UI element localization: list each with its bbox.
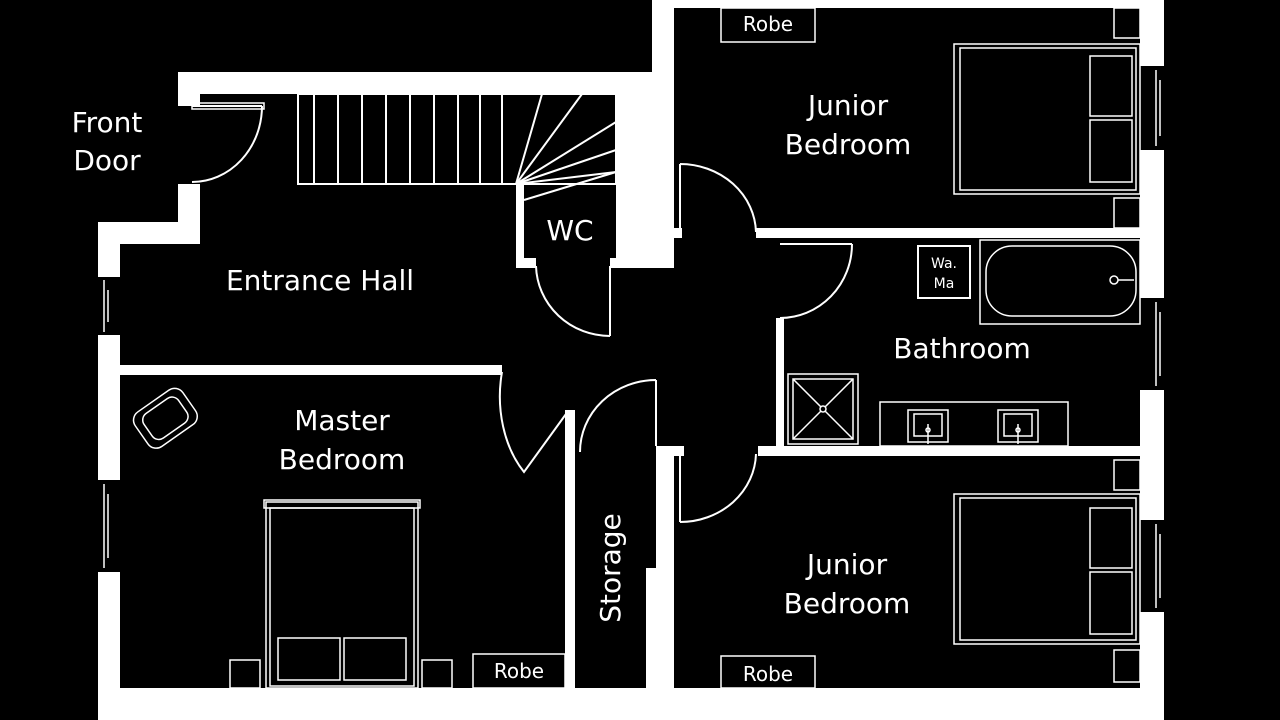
labels: Front Door Entrance Hall WC Junior Bedro… bbox=[72, 12, 1031, 686]
junior-top-label-1: Junior bbox=[806, 89, 889, 122]
doors bbox=[191, 102, 853, 523]
robe-master-label: Robe bbox=[494, 659, 544, 683]
washer-label-1: Wa. bbox=[931, 256, 957, 272]
wc-door-swing bbox=[535, 265, 611, 337]
vanity-sinks bbox=[879, 401, 1069, 447]
bathroom-door-swing bbox=[779, 243, 853, 319]
entrance-hall-label: Entrance Hall bbox=[226, 264, 414, 297]
robe-junior-bottom bbox=[720, 655, 816, 689]
washer-label-2: Ma bbox=[934, 276, 955, 292]
walls bbox=[98, 0, 1164, 720]
robe-top-label: Robe bbox=[743, 12, 793, 36]
staircase bbox=[297, 93, 617, 201]
front-door-label-1: Front bbox=[72, 106, 143, 139]
robe-master bbox=[472, 653, 566, 689]
wc-label: WC bbox=[546, 214, 593, 247]
master-label-2: Bedroom bbox=[279, 443, 406, 476]
armchair bbox=[132, 387, 199, 449]
windows bbox=[103, 70, 1161, 608]
junior-bottom-label-2: Bedroom bbox=[784, 587, 911, 620]
storage-door-swing bbox=[579, 379, 657, 453]
junior-top-door-swing bbox=[679, 163, 757, 233]
front-door-label-2: Door bbox=[73, 144, 141, 177]
front-door-swing bbox=[191, 105, 263, 183]
junior-bottom-door-swing bbox=[679, 453, 757, 523]
master-door-swing bbox=[498, 371, 567, 474]
washing-machine bbox=[917, 245, 971, 299]
junior-top-label-2: Bedroom bbox=[785, 128, 912, 161]
bed-master bbox=[229, 499, 453, 689]
bed-junior-top bbox=[953, 7, 1141, 229]
bathroom-label: Bathroom bbox=[893, 332, 1031, 365]
junior-bottom-label-1: Junior bbox=[805, 548, 888, 581]
bathtub bbox=[979, 239, 1141, 325]
master-label-1: Master bbox=[294, 404, 390, 437]
storage-label: Storage bbox=[594, 513, 627, 623]
shower bbox=[787, 373, 859, 445]
robe-top bbox=[720, 7, 816, 43]
robe-junior-bottom-label: Robe bbox=[743, 662, 793, 686]
bed-junior-bottom bbox=[953, 459, 1141, 683]
